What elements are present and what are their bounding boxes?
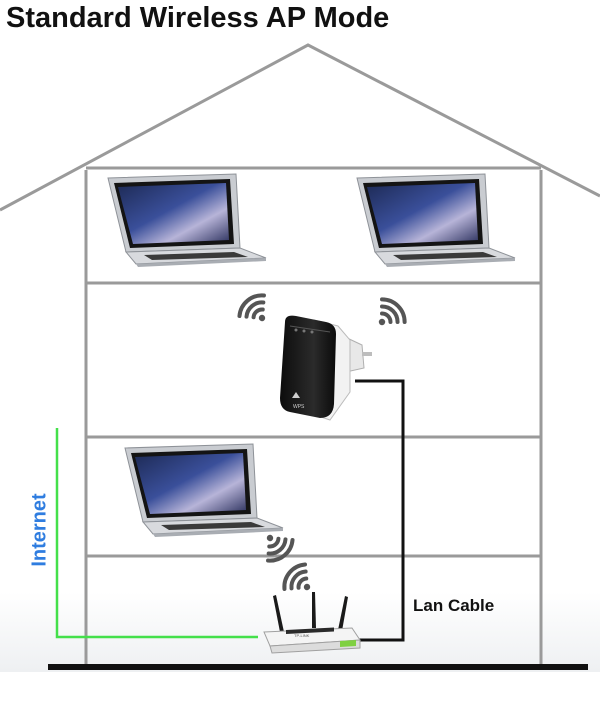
laptop-top-left: [107, 173, 267, 268]
diagram-title: Standard Wireless AP Mode: [6, 2, 390, 34]
laptop-icon: [124, 443, 284, 538]
svg-text:TP-LINK: TP-LINK: [294, 633, 310, 638]
house-outline: [0, 43, 600, 665]
wifi-repeater-icon: WPS: [280, 315, 372, 421]
lan-cable-label: Lan Cable: [413, 596, 495, 615]
svg-text:WPS: WPS: [293, 404, 305, 410]
laptop-top-right: [356, 173, 516, 268]
laptop-lower: [124, 443, 284, 538]
router-icon: TP-LINK: [263, 592, 361, 654]
laptop-icon: [356, 173, 516, 268]
laptop-icon: [107, 173, 267, 268]
wifi-signal-left-icon: [233, 288, 279, 333]
lan-cable-line: [352, 379, 405, 642]
internet-label: Internet: [28, 493, 51, 567]
internet-line: [55, 428, 258, 639]
floor-line: [48, 664, 588, 670]
wifi-signal-right-icon: [368, 295, 409, 336]
